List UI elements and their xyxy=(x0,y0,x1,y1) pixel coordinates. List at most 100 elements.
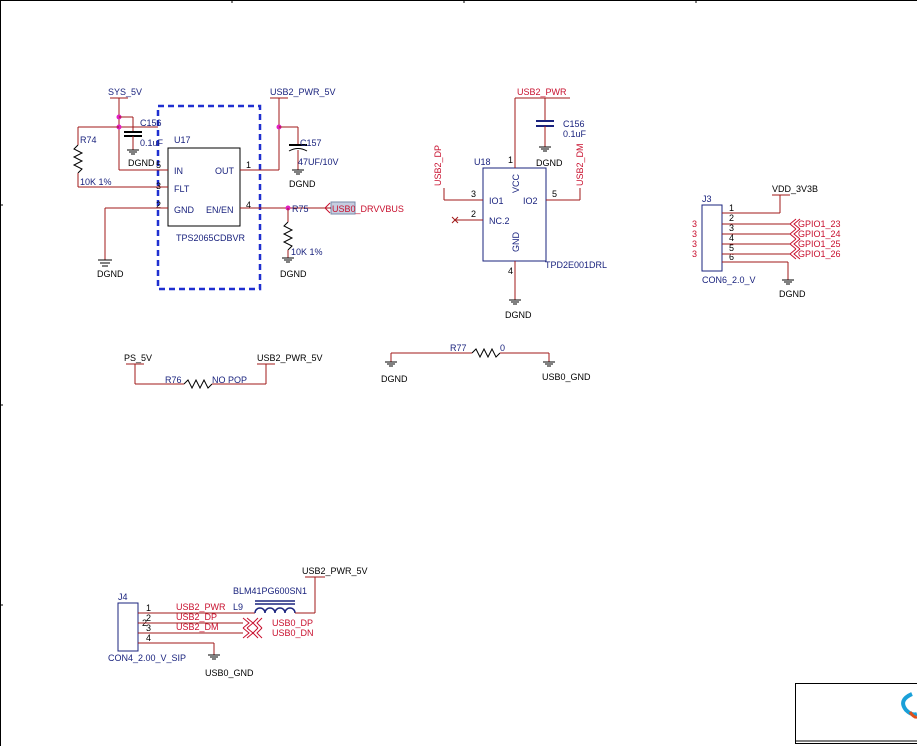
r76-value: NO POP xyxy=(212,375,247,385)
sheet-ref-3: 3 xyxy=(692,229,697,239)
dgnd-u18: DGND xyxy=(505,310,532,320)
u17-pin5: 5 xyxy=(156,160,161,170)
usb0-gnd-r77: USB0_GND xyxy=(542,372,591,382)
j4-pin3: 3 xyxy=(146,623,151,633)
ps-5v-label: PS_5V xyxy=(124,353,152,363)
u18-pin3: 3 xyxy=(471,189,476,199)
gpio1-25-label: GPIO1_25 xyxy=(798,239,841,249)
company-logo xyxy=(901,692,917,717)
r74-ref: R74 xyxy=(80,135,97,145)
u17-pin-flt: FLT xyxy=(174,184,190,194)
usb0-dn-label: USB0_DN xyxy=(272,628,314,638)
r76-resistor xyxy=(183,378,213,390)
sheet-ref-3: 3 xyxy=(692,249,697,259)
u17-pin3: 3 xyxy=(156,181,161,191)
dgnd-u18-cap: DGND xyxy=(536,158,563,168)
j4-pin1: 1 xyxy=(146,603,151,613)
j3-pin3: 3 xyxy=(729,223,734,233)
r77-ground-link: R77 0 DGND USB0_GND xyxy=(381,343,591,384)
j4-ref: J4 xyxy=(118,592,128,602)
j3-gpio-nets: GPIO1_23 GPIO1_24 GPIO1_25 GPIO1_26 3 3 … xyxy=(692,218,841,260)
u18-c156-value: 0.1uF xyxy=(563,129,587,139)
u17-pin2: 2 xyxy=(156,200,161,210)
title-block xyxy=(795,683,917,744)
j3-ref: J3 xyxy=(702,194,712,204)
c157-value: 47UF/10V xyxy=(298,157,339,167)
usb2-pwr-5v-label: USB2_PWR_5V xyxy=(270,87,336,97)
u18-pin1: 1 xyxy=(508,155,513,165)
j3-gpio-header: J3 CON6_2.0_V VDD_3V3B DGND 1 2 3 4 5 6 … xyxy=(692,184,841,299)
sheet-ref-3: 3 xyxy=(692,219,697,229)
usb0-dp-label: USB0_DP xyxy=(272,618,313,628)
gpio1-23-label: GPIO1_23 xyxy=(798,219,841,229)
u18-usb2-dm-label: USB2_DM xyxy=(575,143,585,186)
r76-usb2-pwr-5v-label: USB2_PWR_5V xyxy=(257,353,323,363)
u17-pin-en: EN/EN xyxy=(206,205,234,215)
u17-pin-out: OUT xyxy=(215,166,235,176)
l9-part: BLM41PG600SN1 xyxy=(233,586,307,596)
dgnd-j3: DGND xyxy=(779,289,806,299)
u18-pin-vcc: VCC xyxy=(511,173,521,193)
dgnd-c157: DGND xyxy=(289,179,316,189)
c156-value: 0.1uF xyxy=(140,138,164,148)
r77-value: 0 xyxy=(500,343,505,353)
u18-pin5: 5 xyxy=(552,189,557,199)
j3-vdd-label: VDD_3V3B xyxy=(772,184,818,194)
j4-usb2-pwr-5v-label: USB2_PWR_5V xyxy=(302,566,368,576)
j4-pin4: 4 xyxy=(146,633,151,643)
c157-ref: C157 xyxy=(300,138,322,148)
u18-pin2: 2 xyxy=(471,209,476,219)
j4-body xyxy=(117,602,139,652)
l9-ferrite xyxy=(254,607,296,614)
r74-value: 10K 1% xyxy=(80,177,112,187)
j4-usb2-pwr-label: USB2_PWR xyxy=(176,602,226,612)
u18-esd-protection: U18 IO1 IO2 NC.2 VCC GND TPD2E001DRL 1 3… xyxy=(433,87,607,320)
j3-pin2: 2 xyxy=(729,213,734,223)
u17-dashed-outline xyxy=(156,104,262,291)
j3-pin4: 4 xyxy=(729,233,734,243)
j4-usb-connector: J4 CON4_2.00_V_SIP 1 2 3 4 2 USB2_PWR L9… xyxy=(108,566,368,678)
u18-usb2-pwr-label: USB2_PWR xyxy=(517,87,567,97)
j3-pin5: 5 xyxy=(729,243,734,253)
r76-no-pop-link: PS_5V USB2_PWR_5V R76 NO POP xyxy=(124,353,323,390)
j3-part: CON6_2.0_V xyxy=(702,275,756,285)
dgnd-r77: DGND xyxy=(381,374,408,384)
u17-ref: U17 xyxy=(174,135,191,145)
u18-pin4: 4 xyxy=(508,266,513,276)
sheet-ref-3: 3 xyxy=(692,239,697,249)
u17-pin1: 1 xyxy=(246,160,251,170)
u17-pin-gnd: GND xyxy=(174,205,195,215)
j4-usb2-dp-label: USB2_DP xyxy=(176,612,217,622)
gpio1-26-label: GPIO1_26 xyxy=(798,249,841,259)
r77-ref: R77 xyxy=(450,343,467,353)
j4-part: CON4_2.00_V_SIP xyxy=(108,653,186,663)
dgnd-c156: DGND xyxy=(128,158,155,168)
dgnd-r75: DGND xyxy=(280,269,307,279)
u18-pin-io2: IO2 xyxy=(523,196,538,206)
u18-pin-nc: NC.2 xyxy=(489,216,510,226)
u18-pin-gnd: GND xyxy=(511,232,521,253)
j3-pin1: 1 xyxy=(729,203,734,213)
j3-pin6: 6 xyxy=(729,252,734,262)
u18-usb2-dp-label: USB2_DP xyxy=(433,145,443,186)
c156-ref: C156 xyxy=(140,118,162,128)
u17-part: TPS2065CDBVR xyxy=(176,233,246,243)
u18-pin-io1: IO1 xyxy=(489,196,504,206)
l9-ref: L9 xyxy=(233,602,243,612)
j4-pin2: 2 xyxy=(146,613,151,623)
u17-power-switch: U17 IN FLT GND OUT EN/EN TPS2065CDBVR 5 … xyxy=(72,87,404,291)
sys-5v-label: SYS_5V xyxy=(108,87,142,97)
r75-value: 10K 1% xyxy=(291,247,323,257)
r76-ref: R76 xyxy=(165,375,182,385)
r77-resistor xyxy=(471,347,501,359)
usb0-drvvbus-highlight xyxy=(330,201,356,215)
u18-part: TPD2E001DRL xyxy=(545,260,607,270)
j3-body xyxy=(701,204,723,272)
j4-usb2-dm-label: USB2_DM xyxy=(176,622,219,632)
r74-resistor xyxy=(72,144,84,174)
gpio1-24-label: GPIO1_24 xyxy=(798,229,841,239)
dgnd-u17: DGND xyxy=(97,269,124,279)
usb0-drvvbus-label: USB0_DRVVBUS xyxy=(332,204,404,214)
